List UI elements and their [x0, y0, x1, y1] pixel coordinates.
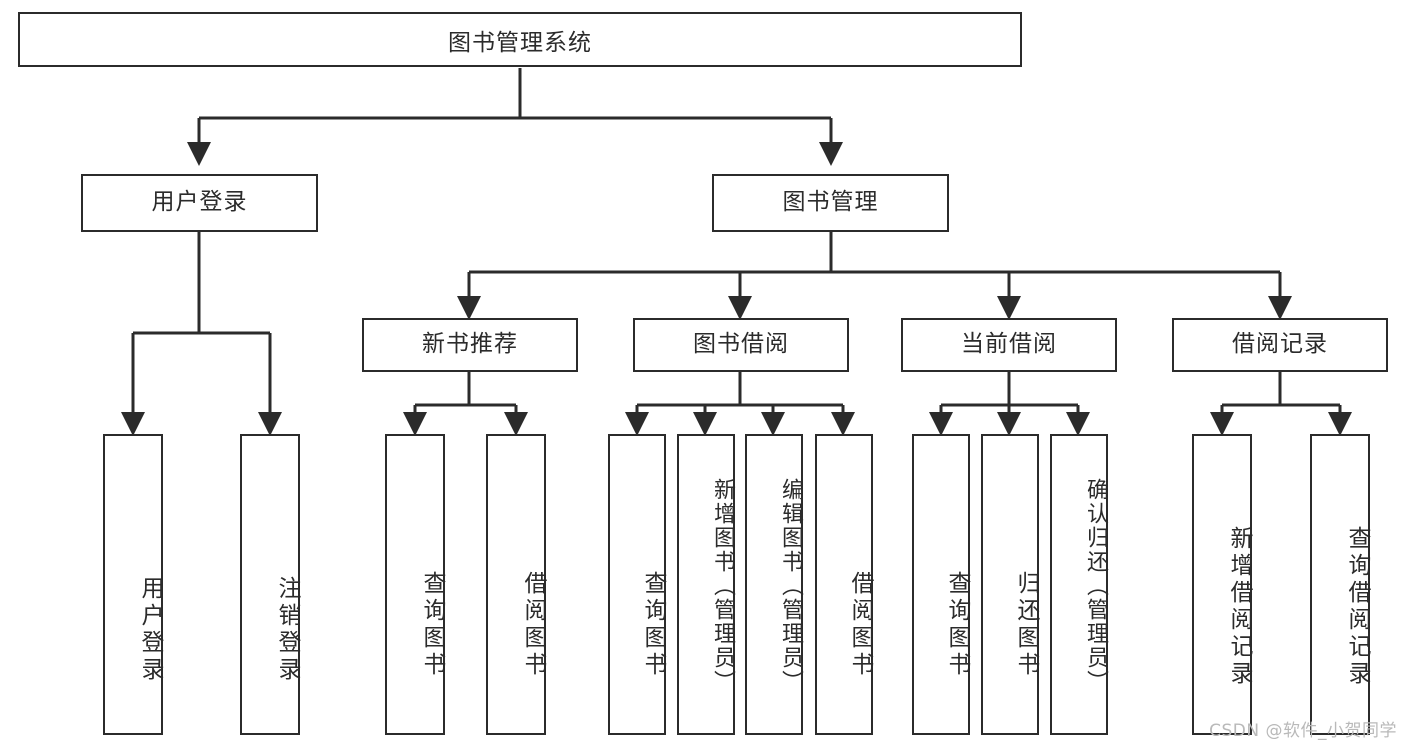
node-label: 用户登录	[137, 576, 163, 684]
leaf-user-login-logout[interactable]: 注销登录	[240, 434, 300, 735]
leaf-book-borrow-add-book-admin[interactable]: 新增图书（管理员）	[677, 434, 735, 735]
leaf-borrow-record-add-record[interactable]: 新增借阅记录	[1192, 434, 1252, 735]
leaf-current-borrow-return-book[interactable]: 归还图书	[981, 434, 1039, 735]
leaf-new-book-query-book[interactable]: 查询图书	[385, 434, 445, 735]
node-book-management[interactable]: 图书管理	[712, 174, 949, 232]
node-label: 注销登录	[274, 576, 300, 684]
node-label: 查询图书	[640, 571, 666, 679]
node-label: 查询图书	[419, 571, 445, 679]
node-label: 查询图书	[944, 571, 970, 679]
node-label: 当前借阅	[961, 331, 1057, 358]
node-label: 图书管理	[782, 189, 879, 216]
leaf-book-borrow-query-book[interactable]: 查询图书	[608, 434, 666, 735]
node-label: 新书推荐	[422, 331, 518, 358]
leaf-user-login-login[interactable]: 用户登录	[103, 434, 163, 735]
node-label: 查询借阅记录	[1344, 525, 1370, 688]
csdn-watermark: CSDN @软件_小贺同学	[1209, 721, 1397, 741]
node-borrow-record[interactable]: 借阅记录	[1172, 318, 1388, 372]
node-label: 图书管理系统	[448, 29, 592, 56]
leaf-book-borrow-edit-book-admin[interactable]: 编辑图书（管理员）	[745, 434, 803, 735]
node-label: 新增借阅记录	[1226, 525, 1252, 688]
node-new-book-recommend[interactable]: 新书推荐	[362, 318, 578, 372]
leaf-current-borrow-confirm-return-admin[interactable]: 确认归还（管理员）	[1050, 434, 1108, 735]
node-label: 借阅记录	[1232, 331, 1328, 358]
node-label: 归还图书	[1013, 571, 1039, 679]
leaf-new-book-borrow-book[interactable]: 借阅图书	[486, 434, 546, 735]
leaf-book-borrow-borrow-book[interactable]: 借阅图书	[815, 434, 873, 735]
node-user-login[interactable]: 用户登录	[81, 174, 318, 232]
node-label: 借阅图书	[847, 571, 873, 679]
node-label: 新增图书（管理员）	[710, 477, 735, 694]
node-label: 借阅图书	[520, 571, 546, 679]
node-label: 确认归还（管理员）	[1083, 477, 1108, 694]
node-label: 编辑图书（管理员）	[778, 477, 803, 694]
node-book-borrow[interactable]: 图书借阅	[633, 318, 849, 372]
node-label: 用户登录	[151, 189, 248, 216]
node-current-borrow[interactable]: 当前借阅	[901, 318, 1117, 372]
leaf-current-borrow-query-book[interactable]: 查询图书	[912, 434, 970, 735]
leaf-borrow-record-query-record[interactable]: 查询借阅记录	[1310, 434, 1370, 735]
node-label: 图书借阅	[693, 331, 789, 358]
node-root-book-management-system[interactable]: 图书管理系统	[18, 12, 1022, 67]
